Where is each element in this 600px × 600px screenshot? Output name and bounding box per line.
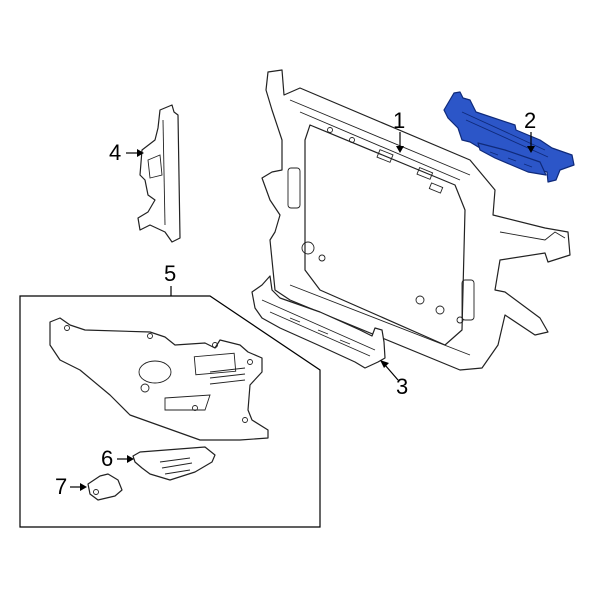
part-7-drain-cover[interactable] <box>87 473 123 501</box>
part-3-lower-deflector[interactable] <box>251 275 386 369</box>
part-4-side-guide[interactable] <box>137 104 181 243</box>
part-5-group-box <box>19 286 321 528</box>
callout-5[interactable]: 5 <box>164 261 177 286</box>
callout-3[interactable]: 3 <box>396 374 409 399</box>
callout-6[interactable]: 6 <box>101 446 114 471</box>
part-1-radiator-support[interactable] <box>261 69 571 371</box>
callout-2[interactable]: 2 <box>524 108 537 133</box>
part-5-splash-shield[interactable] <box>49 317 269 441</box>
part-6-access-cover[interactable] <box>132 446 216 481</box>
callout-4[interactable]: 4 <box>109 140 122 165</box>
leader-lines <box>70 132 535 491</box>
part-2-upper-bracket[interactable] <box>443 91 575 183</box>
callout-7[interactable]: 7 <box>55 474 68 499</box>
callout-1[interactable]: 1 <box>393 108 406 133</box>
